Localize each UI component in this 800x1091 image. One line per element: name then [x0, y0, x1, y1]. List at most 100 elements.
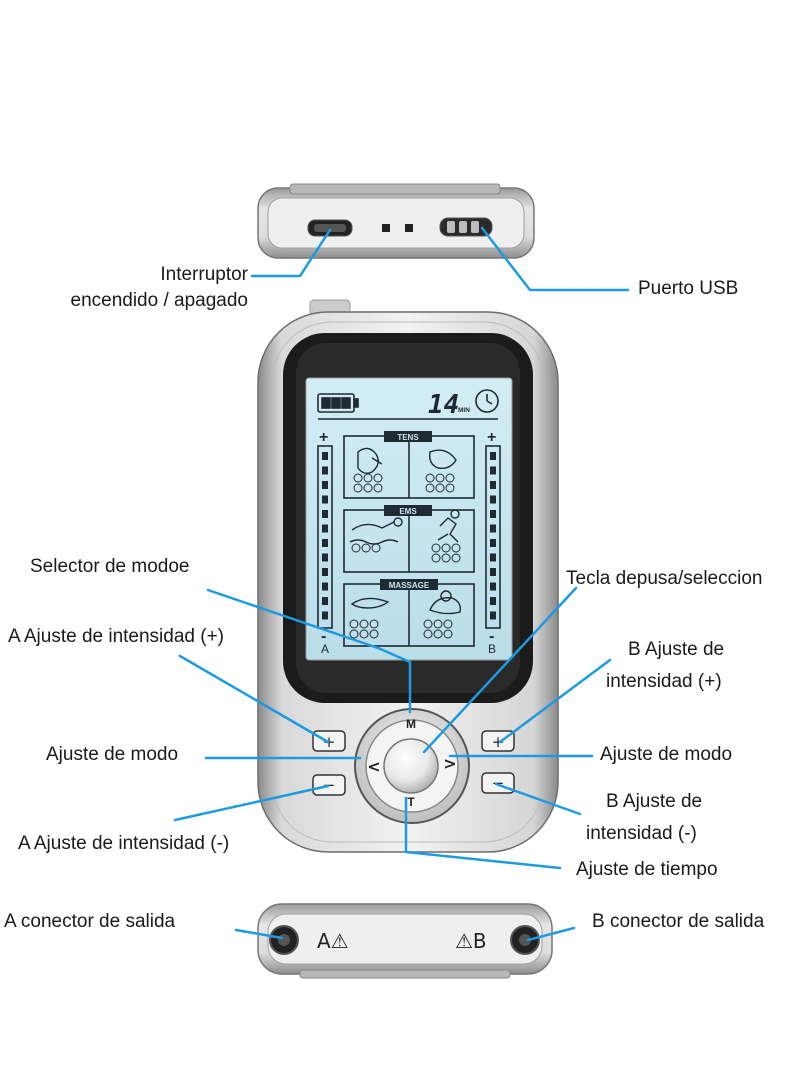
program-circle: [451, 553, 461, 563]
program-circle: [451, 543, 461, 553]
label-pause-select: Tecla depusa/seleccion: [566, 568, 763, 589]
b-minus-key-label: −: [492, 774, 505, 792]
level-segment: [322, 510, 328, 518]
level-segment: [490, 597, 496, 605]
program-circle: [435, 473, 445, 483]
program-circle: [353, 483, 363, 493]
level-segment: [490, 568, 496, 576]
level-segment: [490, 539, 496, 547]
program-circle: [353, 473, 363, 483]
program-circle: [359, 629, 369, 639]
label-b-output: B conector de salida: [592, 911, 765, 932]
program-circle: [349, 619, 359, 629]
callout-mode-selector: [206, 588, 412, 714]
program-circle: [363, 473, 373, 483]
program-circle: [431, 553, 441, 563]
a-plus-key[interactable]: [312, 730, 346, 752]
program-circle: [373, 473, 383, 483]
callout-pause-select: [422, 586, 578, 754]
lcd-plus-right: +: [487, 429, 496, 446]
level-segment: [490, 466, 496, 475]
a-output-mark: A⚠: [317, 929, 349, 953]
callout-lines: [173, 226, 630, 942]
level-segment: [490, 510, 496, 518]
program-circle: [373, 483, 383, 493]
left-arrow-key[interactable]: <: [367, 757, 380, 776]
label-a-output: A conector de salida: [4, 911, 176, 932]
bottom-view-panel: [257, 903, 553, 979]
label-time-adjust: Ajuste de tiempo: [576, 859, 718, 880]
tens-body-icon: [357, 447, 383, 475]
label-b-intensity-minus: B Ajuste de intensidad (-): [586, 791, 703, 844]
program-circle: [445, 473, 455, 483]
control-keys: [312, 708, 515, 824]
level-segment: [322, 582, 328, 591]
program-circle: [441, 553, 451, 563]
level-segment: [322, 481, 328, 489]
callout-b-plus: [498, 658, 612, 744]
program-circle: [443, 629, 453, 639]
section-ems-label: EMS: [399, 507, 417, 516]
program-circle: [445, 483, 455, 493]
device-body: [257, 299, 559, 853]
timer-unit: MIN: [458, 407, 470, 414]
a-minus-key[interactable]: [312, 774, 346, 796]
lcd-minus-left: -: [321, 628, 326, 645]
program-circle: [425, 483, 435, 493]
program-circle: [431, 543, 441, 553]
level-segment: [322, 553, 328, 562]
lcd-plus-left: +: [319, 429, 328, 446]
program-circle: [425, 473, 435, 483]
callout-a-output: [234, 928, 284, 940]
mode-key-label[interactable]: M: [406, 717, 416, 731]
b-output-mark: ⚠B: [455, 929, 487, 953]
callout-usb-port: [480, 226, 630, 292]
label-a-intensity-minus: A Ajuste de intensidad (-): [18, 833, 230, 854]
massage-neck-icon: [429, 597, 462, 615]
label-a-intensity-plus: A Ajuste de intensidad (+): [8, 626, 225, 647]
timer-value: 14: [428, 390, 459, 420]
program-circle: [441, 543, 451, 553]
level-segment: [490, 452, 496, 460]
level-segment: [322, 466, 328, 475]
swimmer-icon: [349, 521, 399, 545]
right-arrow-key[interactable]: >: [443, 754, 456, 773]
section-tens-label: TENS: [397, 433, 419, 442]
lcd-content: [317, 389, 501, 647]
level-segment: [322, 568, 328, 576]
runner-icon: [437, 517, 459, 543]
callout-b-minus: [494, 782, 582, 816]
callout-time: [404, 796, 562, 870]
b-plus-key-label: +: [492, 733, 505, 751]
section-massage-label: MASSAGE: [389, 581, 430, 590]
program-circle: [351, 543, 361, 553]
level-segment: [322, 495, 328, 504]
intensity-level-bars: [322, 452, 496, 620]
level-segment: [322, 524, 328, 533]
top-view-panel: [257, 183, 535, 259]
callout-a-plus: [178, 654, 330, 744]
clock-icon: [475, 389, 499, 413]
label-mode-selector: Selector de modoe: [30, 556, 190, 577]
level-segment: [490, 611, 496, 620]
label-mode-adjust-left: Ajuste de modo: [46, 744, 179, 765]
level-segment: [490, 481, 496, 489]
level-segment: [490, 553, 496, 562]
massage-back-icon: [350, 597, 390, 609]
label-usb-port: Puerto USB: [638, 278, 739, 299]
program-circle: [349, 629, 359, 639]
program-circle: [433, 619, 443, 629]
level-segment: [490, 524, 496, 533]
program-number-icons: [349, 473, 461, 639]
program-circle: [361, 543, 371, 553]
label-mode-adjust-right: Ajuste de modo: [600, 744, 733, 765]
lcd-channel-b: B: [488, 642, 496, 656]
program-circle: [435, 483, 445, 493]
callout-a-minus: [173, 784, 330, 822]
level-segment: [490, 495, 496, 504]
program-circle: [369, 619, 379, 629]
program-circle: [359, 619, 369, 629]
lcd-channel-a: A: [321, 642, 329, 656]
time-key-label[interactable]: T: [407, 795, 415, 809]
